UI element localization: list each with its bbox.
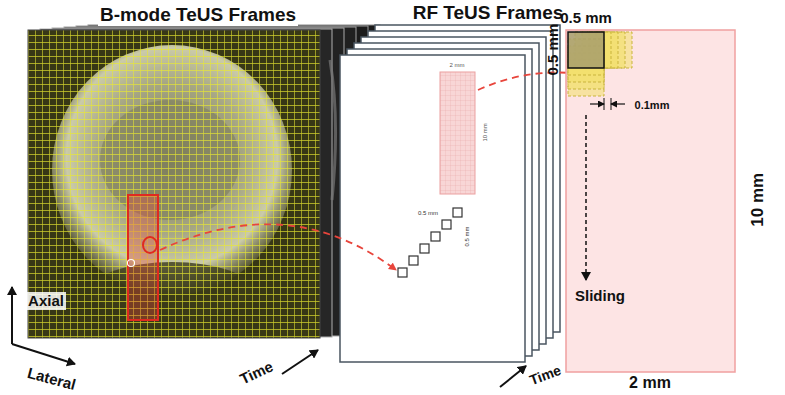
time-arrow xyxy=(282,350,318,374)
frame-title: B-mode TeUS Frames xyxy=(98,4,298,26)
dimension-label: 0.1mm xyxy=(635,99,670,112)
zoom-arrow xyxy=(160,224,396,270)
sample-point xyxy=(128,260,135,267)
axis-label: Axial xyxy=(26,292,66,309)
dimension-label: 10 mm xyxy=(482,123,489,141)
axis-label: Lateral xyxy=(26,364,78,393)
current-patch xyxy=(568,32,604,68)
frame-border xyxy=(28,30,320,338)
patch-square xyxy=(431,232,440,241)
dimension-label: 2 mm xyxy=(629,374,671,392)
lateral-arrow xyxy=(12,344,75,364)
time-arrow xyxy=(500,366,526,387)
patch-square xyxy=(453,208,462,217)
patch-square xyxy=(442,220,451,229)
rf-frame xyxy=(340,55,525,362)
axial-arrow xyxy=(11,287,13,344)
sliding-patches xyxy=(568,32,632,96)
bmode-front-frame xyxy=(28,30,320,338)
dimension-label: 0.5 mm xyxy=(544,24,561,76)
step-label: Sliding xyxy=(575,287,625,304)
roi-rectangle xyxy=(128,195,158,320)
axis-label: Time xyxy=(237,358,276,388)
dimension-label: 0.5 mm xyxy=(560,9,612,26)
patch-square xyxy=(409,256,418,265)
rf-roi xyxy=(440,72,475,194)
dimension-arrow xyxy=(611,103,625,104)
grid-tint xyxy=(28,30,320,338)
frame-background xyxy=(28,30,320,338)
rf-roi-grid xyxy=(440,72,475,194)
roi-detail xyxy=(566,30,735,372)
roi-grid xyxy=(28,30,320,338)
frame-title: RF TeUS Frames xyxy=(411,2,566,24)
dimension-arrow xyxy=(590,103,604,104)
roi-box: Sliding xyxy=(566,30,735,372)
target-circle xyxy=(143,237,157,253)
dimension-label: 0.5 mm xyxy=(464,226,471,246)
patch-square xyxy=(420,244,429,253)
axis-label: Time xyxy=(527,362,563,388)
dimension-label: 10 mm xyxy=(748,173,768,227)
dimension-tick xyxy=(604,98,605,110)
patch-chain xyxy=(398,208,462,277)
dimension-label: 2 mm xyxy=(450,62,465,69)
patch-square xyxy=(398,268,407,277)
dimension-tick xyxy=(611,98,612,110)
sliding-arrow xyxy=(585,115,587,280)
dimension-label: 0.5 mm xyxy=(418,210,438,217)
